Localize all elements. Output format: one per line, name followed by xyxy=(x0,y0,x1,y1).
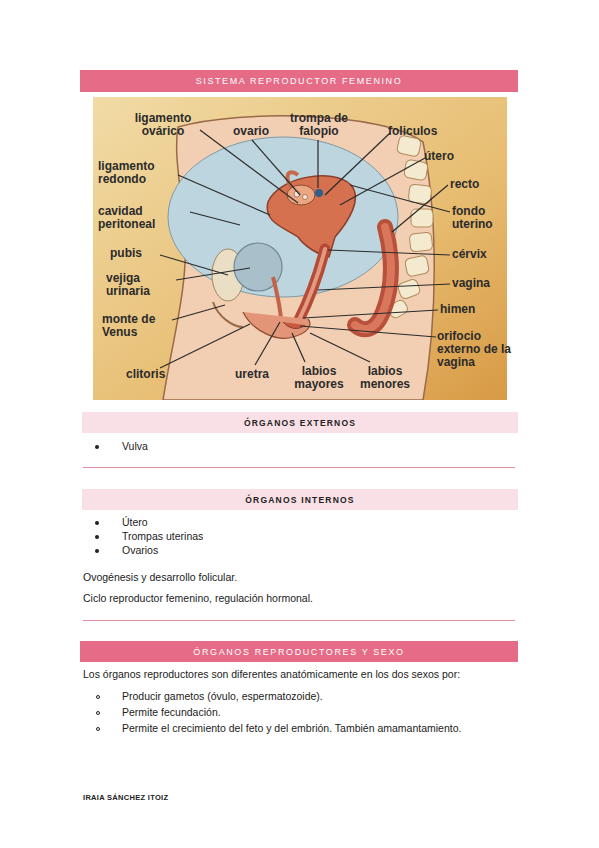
body-text: Ciclo reproductor femenino, regulación h… xyxy=(83,592,513,605)
bullet-item: Ovarios xyxy=(122,544,502,557)
part-label: útero xyxy=(424,150,469,163)
band-heading: SISTEMA REPRODUCTOR FEMENINO xyxy=(196,76,403,86)
divider-line xyxy=(83,620,515,621)
bullet-item: Permite fecundación. xyxy=(122,706,512,719)
part-label: ovario xyxy=(226,125,276,138)
body-text: Los órganos reproductores son diferentes… xyxy=(83,668,513,681)
part-label: recto xyxy=(450,178,500,191)
band-heading: ÓRGANOS REPRODUCTORES Y SEXO xyxy=(193,647,404,657)
part-label: vagina xyxy=(452,277,507,290)
part-label: uretra xyxy=(235,368,285,381)
body-text: Ovogénesis y desarrollo folicular. xyxy=(83,571,513,584)
bullet-dot xyxy=(95,535,99,539)
divider-line xyxy=(83,467,515,468)
bullet-dot xyxy=(95,445,99,449)
part-label: cérvix xyxy=(452,248,502,261)
bullet-item: Permite el crecimiento del feto y del em… xyxy=(122,722,512,735)
bullet-dot xyxy=(96,727,100,731)
part-label: foliculos xyxy=(388,125,458,138)
band-heading: ÓRGANOS EXTERNOS xyxy=(244,418,356,428)
part-label: cavidad peritoneal xyxy=(98,205,188,231)
part-label: vejiga urinaria xyxy=(106,272,174,298)
part-label: ligamento redondo xyxy=(98,160,178,186)
bullet-dot xyxy=(96,695,100,699)
bullet-dot xyxy=(95,521,99,525)
bullet-item: Producir gametos (óvulo, espermatozoide)… xyxy=(122,690,512,703)
bullet-dot xyxy=(95,549,99,553)
bullet-item: Trompas uterinas xyxy=(122,530,502,543)
author-footer: IRAIA SÁNCHEZ ITOIZ xyxy=(83,791,383,804)
part-label: trompa de falopio xyxy=(286,112,352,138)
part-label: orifocio externo de la vagina xyxy=(437,330,513,369)
part-label: ligamento ovárico xyxy=(118,112,208,138)
subsection-band: ÓRGANOS INTERNOS xyxy=(82,489,518,510)
part-label: monte de Venus xyxy=(102,313,174,339)
part-label: clitoris xyxy=(126,368,186,381)
bullet-item: Vulva xyxy=(122,440,502,453)
part-label: pubis xyxy=(110,247,160,260)
part-label: labios mayores xyxy=(288,365,350,391)
bullet-item: Útero xyxy=(122,516,502,529)
part-label: fondo uterino xyxy=(452,205,507,231)
part-label: labios menores xyxy=(354,365,416,391)
section-band: SISTEMA REPRODUCTOR FEMENINO xyxy=(80,70,518,92)
subsection-band: ÓRGANOS EXTERNOS xyxy=(82,412,518,433)
section-band: ÓRGANOS REPRODUCTORES Y SEXO xyxy=(80,641,518,662)
bullet-dot xyxy=(96,711,100,715)
band-heading: ÓRGANOS INTERNOS xyxy=(245,495,354,505)
part-label: himen xyxy=(440,303,490,316)
